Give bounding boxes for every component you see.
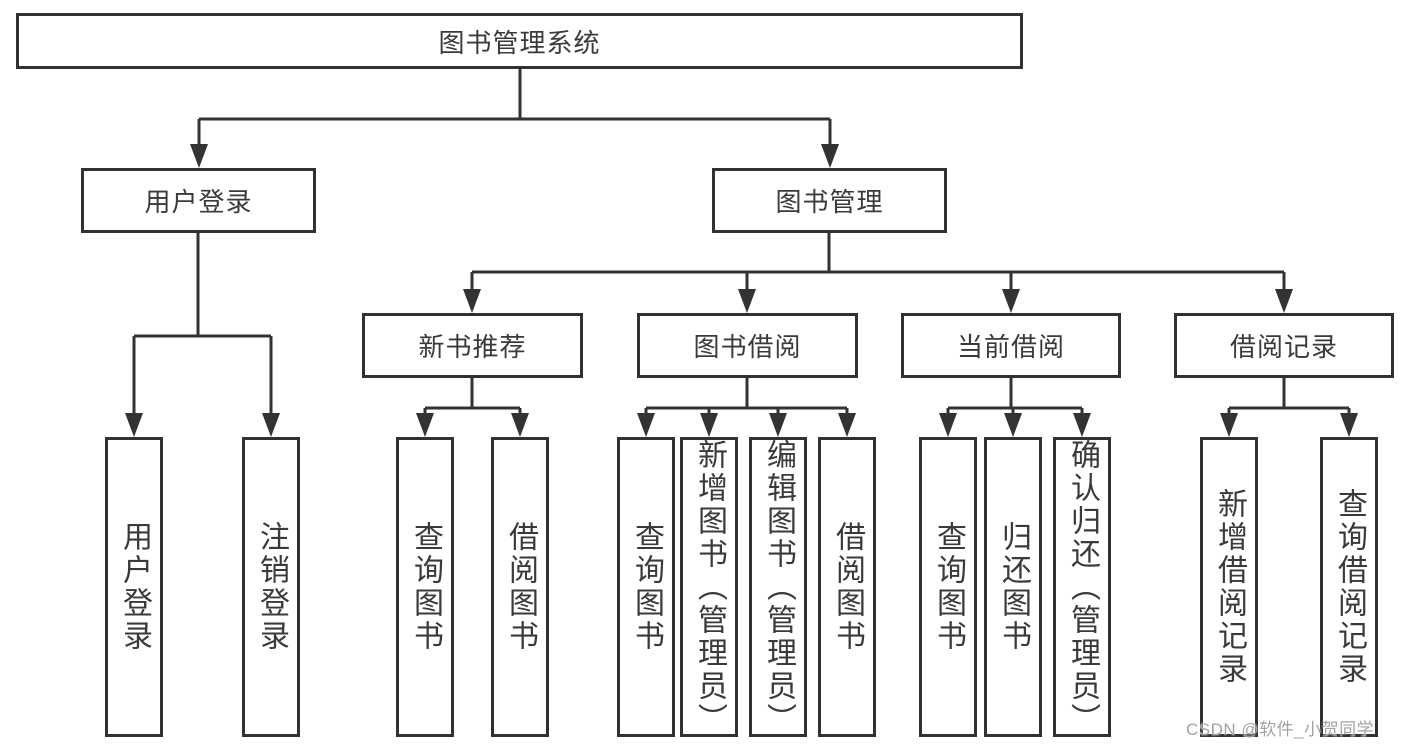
arrowhead-icon bbox=[1275, 289, 1293, 313]
leaf-user-login: 用户登录 bbox=[105, 437, 163, 737]
leaf-query-borrow-record: 查询借阅记录 bbox=[1320, 437, 1378, 737]
arrowhead-icon bbox=[1220, 413, 1238, 437]
arrowhead-icon bbox=[190, 144, 208, 168]
node-label: 借阅记录 bbox=[1229, 332, 1338, 362]
node-label: 图书管理 bbox=[775, 187, 884, 217]
leaf-edit-book-admin: 编辑图书（管理员） bbox=[749, 437, 807, 737]
arrowhead-icon bbox=[125, 413, 143, 437]
arrowhead-icon bbox=[1340, 413, 1358, 437]
node-label: 注销登录 bbox=[255, 521, 288, 653]
leaf-borrow-books: 借阅图书 bbox=[818, 437, 876, 737]
leaf-add-borrow-record: 新增借阅记录 bbox=[1200, 437, 1258, 737]
node-label: 当前借阅 bbox=[956, 332, 1065, 362]
leaf-borrow-books-recommend: 借阅图书 bbox=[491, 437, 549, 737]
node-label: 查询图书 bbox=[932, 521, 965, 653]
node-current-borrowing: 当前借阅 bbox=[901, 313, 1121, 378]
arrowhead-icon bbox=[700, 413, 718, 437]
arrowhead-icon bbox=[1004, 413, 1022, 437]
leaf-confirm-return-admin: 确认归还（管理员） bbox=[1053, 437, 1111, 737]
node-book-borrowing: 图书借阅 bbox=[637, 313, 858, 378]
node-label: 借阅图书 bbox=[504, 521, 537, 653]
arrowhead-icon bbox=[939, 413, 957, 437]
node-label: 查询图书 bbox=[409, 521, 442, 653]
node-label: 确认归还（管理员） bbox=[1066, 438, 1099, 736]
arrowhead-icon bbox=[769, 413, 787, 437]
node-label: 用户登录 bbox=[144, 187, 253, 217]
csdn-watermark: CSDN @软件_小贺同学 bbox=[1186, 720, 1375, 739]
arrowhead-icon bbox=[262, 413, 280, 437]
node-label: 用户登录 bbox=[118, 521, 151, 653]
node-user-login: 用户登录 bbox=[81, 168, 316, 233]
leaf-query-books-current: 查询图书 bbox=[919, 437, 977, 737]
node-label: 查询图书 bbox=[630, 521, 663, 653]
arrowhead-icon bbox=[821, 144, 839, 168]
node-label: 图书管理系统 bbox=[438, 27, 601, 58]
node-library-system: 图书管理系统 bbox=[16, 13, 1023, 69]
arrowhead-icon bbox=[463, 289, 481, 313]
leaf-query-books-borrow: 查询图书 bbox=[617, 437, 675, 737]
node-label: 归还图书 bbox=[997, 521, 1030, 653]
arrowhead-icon bbox=[511, 413, 529, 437]
leaf-return-books: 归还图书 bbox=[984, 437, 1042, 737]
node-label: 图书借阅 bbox=[693, 332, 802, 362]
arrowhead-icon bbox=[637, 413, 655, 437]
node-label: 新增借阅记录 bbox=[1213, 488, 1246, 686]
arrowhead-icon bbox=[1002, 289, 1020, 313]
node-borrow-records: 借阅记录 bbox=[1174, 313, 1394, 378]
arrowhead-icon bbox=[416, 413, 434, 437]
node-label: 编辑图书（管理员） bbox=[762, 438, 795, 736]
node-label: 查询借阅记录 bbox=[1333, 488, 1366, 686]
node-label: 借阅图书 bbox=[831, 521, 864, 653]
arrowhead-icon bbox=[1073, 413, 1091, 437]
leaf-add-book-admin: 新增图书（管理员） bbox=[680, 437, 738, 737]
node-label: 新书推荐 bbox=[418, 332, 527, 362]
arrowhead-icon bbox=[738, 289, 756, 313]
arrowhead-icon bbox=[838, 413, 856, 437]
node-new-book-recommend: 新书推荐 bbox=[362, 313, 583, 378]
leaf-query-books-recommend: 查询图书 bbox=[396, 437, 454, 737]
leaf-logout: 注销登录 bbox=[242, 437, 300, 737]
node-label: 新增图书（管理员） bbox=[693, 438, 726, 736]
node-book-management: 图书管理 bbox=[712, 168, 947, 233]
